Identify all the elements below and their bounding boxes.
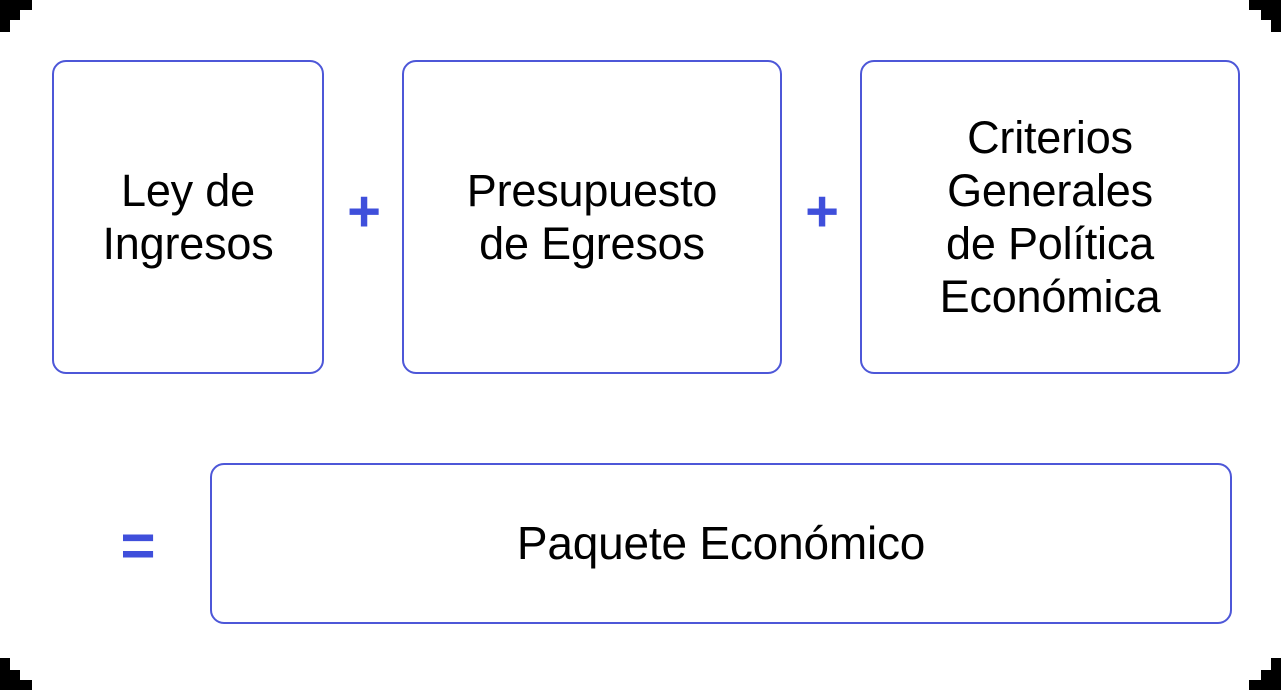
corner-mark-top-right <box>1249 0 1281 32</box>
box-ley-de-ingresos[interactable]: Ley de Ingresos <box>52 60 324 374</box>
box-label-ley-de-ingresos: Ley de Ingresos <box>102 164 274 269</box>
box-label-paquete-economico: Paquete Económico <box>516 517 926 570</box>
box-paquete-economico[interactable]: Paquete Económico <box>210 463 1232 624</box>
equals-sign-icon: = <box>120 512 156 579</box>
plus-sign-icon-2: + <box>805 179 839 244</box>
box-presupuesto-de-egresos[interactable]: Presupuesto de Egresos <box>402 60 782 374</box>
corner-mark-bottom-right <box>1249 658 1281 690</box>
corner-mark-top-left <box>0 0 32 32</box>
box-label-criterios-generales-de-politica-economica: Criterios Generales de Política Económic… <box>939 111 1161 323</box>
box-criterios-generales-de-politica-economica[interactable]: Criterios Generales de Política Económic… <box>860 60 1240 374</box>
plus-sign-icon-1: + <box>347 179 381 244</box>
box-label-presupuesto-de-egresos: Presupuesto de Egresos <box>466 164 718 269</box>
corner-mark-bottom-left <box>0 658 32 690</box>
